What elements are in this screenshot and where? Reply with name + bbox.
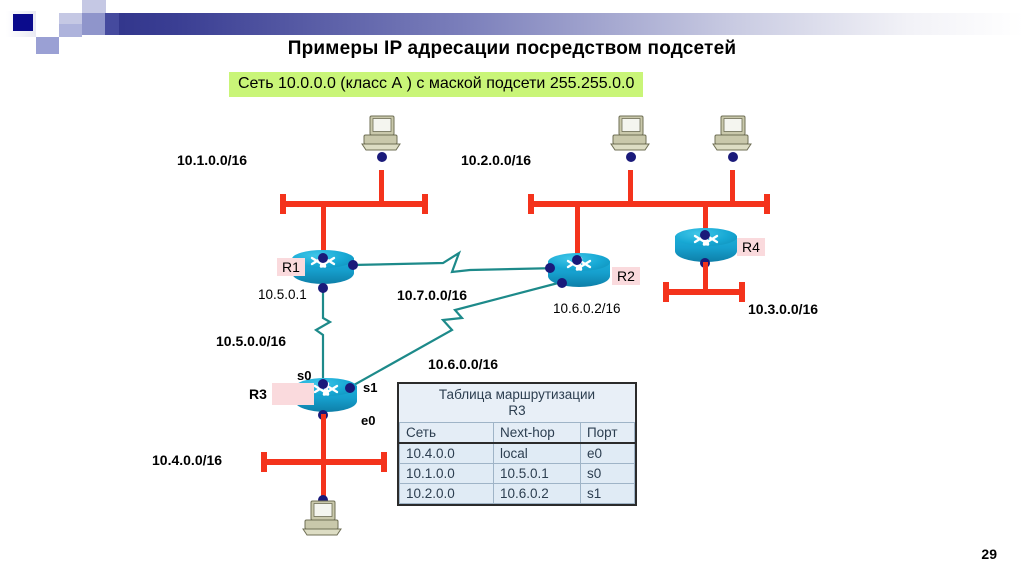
deco-square-2 (13, 14, 33, 31)
subtitle-banner: Сеть 10.0.0.0 (класс А ) с маской подсет… (229, 72, 644, 97)
port-label-s0: s0 (297, 368, 312, 383)
router-r1-port-lan (318, 253, 328, 263)
table-row: 10.1.0.0 10.5.0.1 s0 (399, 463, 636, 485)
router-r2-port-lan (572, 255, 582, 265)
lan-cap-left-10-1 (280, 194, 286, 214)
router-r1-port-s0 (318, 283, 328, 293)
row2-port: s1 (579, 483, 636, 505)
routing-table-title-line1: Таблица маршрутизации (438, 387, 596, 402)
page-number: 29 (981, 546, 997, 562)
pc-icon-2 (610, 115, 650, 151)
header-gradient-bar (60, 13, 1024, 35)
router-label-r3-box (272, 383, 314, 405)
lan-drop-r1 (321, 201, 326, 257)
router-r1-port-serial (348, 260, 358, 270)
deco-square-10 (105, 13, 119, 35)
label-net-10-5: 10.5.0.0/16 (216, 333, 287, 349)
row1-net: 10.1.0.0 (399, 463, 494, 485)
serial-link-r3-r2 (344, 280, 563, 391)
lan-cap-left-10-2 (528, 194, 534, 214)
lan-drop-pc1 (379, 170, 384, 202)
label-net-10-1: 10.1.0.0/16 (177, 152, 248, 168)
routing-table-r3: Таблица маршрутизации R3 Сеть Next-hop П… (397, 382, 637, 507)
router-label-r3: R3 (249, 386, 267, 402)
lan-drop-pc4 (321, 459, 326, 501)
lan-cap-left-10-3 (663, 282, 669, 302)
row0-port: e0 (579, 442, 636, 465)
link-node-pc3 (728, 152, 738, 162)
page-title: Примеры IP адресации посредством подсете… (287, 38, 737, 59)
router-label-r2: R2 (612, 267, 640, 285)
lan-cap-right-10-3 (739, 282, 745, 302)
port-label-e0: e0 (361, 413, 376, 428)
lan-bus-10-3 (663, 289, 745, 295)
routing-table-header-net: Сеть (399, 422, 494, 444)
routing-table-title-line2: R3 (508, 402, 526, 418)
row1-port: s0 (579, 463, 636, 485)
routing-table-header-port: Порт (579, 422, 636, 444)
row1-nexthop: 10.5.0.1 (493, 463, 581, 485)
deco-square-5 (59, 0, 82, 13)
lan-drop-r3-e0 (321, 414, 326, 462)
router-r2-port-serial-a (545, 263, 555, 273)
row2-net: 10.2.0.0 (399, 483, 494, 505)
router-label-r1: R1 (277, 258, 305, 276)
router-label-r4: R4 (737, 238, 765, 256)
routing-table-header-row: Сеть Next-hop Порт (399, 422, 636, 444)
router-r3-port-s1 (345, 383, 355, 393)
lan-drop-pc2 (628, 170, 633, 202)
label-net-10-4: 10.4.0.0/16 (152, 452, 223, 468)
row0-nexthop: local (493, 442, 581, 465)
link-node-pc1 (377, 152, 387, 162)
label-net-10-7: 10.7.0.0/16 (397, 287, 468, 303)
row2-nexthop: 10.6.0.2 (493, 483, 581, 505)
pc-icon-1 (361, 115, 401, 151)
label-r2-ip: 10.6.0.2/16 (553, 301, 621, 316)
router-r4-port-lan-top (700, 230, 710, 240)
deco-square-8 (82, 0, 106, 13)
lan-cap-right-10-1 (422, 194, 428, 214)
serial-link-r1-r2 (351, 250, 561, 274)
lan-drop-r2 (575, 201, 580, 259)
routing-table-title: Таблица маршрутизации R3 (399, 384, 635, 423)
lan-cap-right-10-2 (764, 194, 770, 214)
serial-link-r1-r3 (313, 288, 333, 378)
port-label-s1: s1 (363, 380, 378, 395)
routing-table-title-row: Таблица маршрутизации R3 (399, 384, 635, 423)
label-net-10-3: 10.3.0.0/16 (748, 301, 819, 317)
router-r2-port-serial-b (557, 278, 567, 288)
lan-bus-10-2 (528, 201, 770, 207)
label-net-10-6: 10.6.0.0/16 (428, 356, 499, 372)
label-r1-ip: 10.5.0.1 (258, 287, 307, 302)
label-net-10-2: 10.2.0.0/16 (461, 152, 532, 168)
table-row: 10.2.0.0 10.6.0.2 s1 (399, 483, 636, 505)
link-node-pc4 (318, 495, 328, 505)
deco-square-3 (36, 21, 59, 41)
routing-table-header-nexthop: Next-hop (493, 422, 581, 444)
deco-square-7 (59, 24, 82, 37)
deco-square-9 (82, 13, 106, 35)
lan-cap-right-10-4 (381, 452, 387, 472)
link-node-pc2 (626, 152, 636, 162)
router-r3-port-s0 (318, 379, 328, 389)
lan-cap-left-10-4 (261, 452, 267, 472)
deco-square-4 (36, 37, 59, 54)
lan-drop-r4-bottom (703, 262, 708, 292)
lan-drop-pc3 (730, 170, 735, 202)
row0-net: 10.4.0.0 (399, 442, 494, 465)
lan-bus-10-1 (280, 201, 428, 207)
pc-icon-3 (712, 115, 752, 151)
table-row: 10.4.0.0 local e0 (399, 442, 636, 465)
deco-square-6 (59, 13, 82, 24)
lan-drop-r4-top (703, 201, 708, 232)
pc-icon-4 (302, 500, 342, 536)
header-decoration (0, 0, 1024, 54)
